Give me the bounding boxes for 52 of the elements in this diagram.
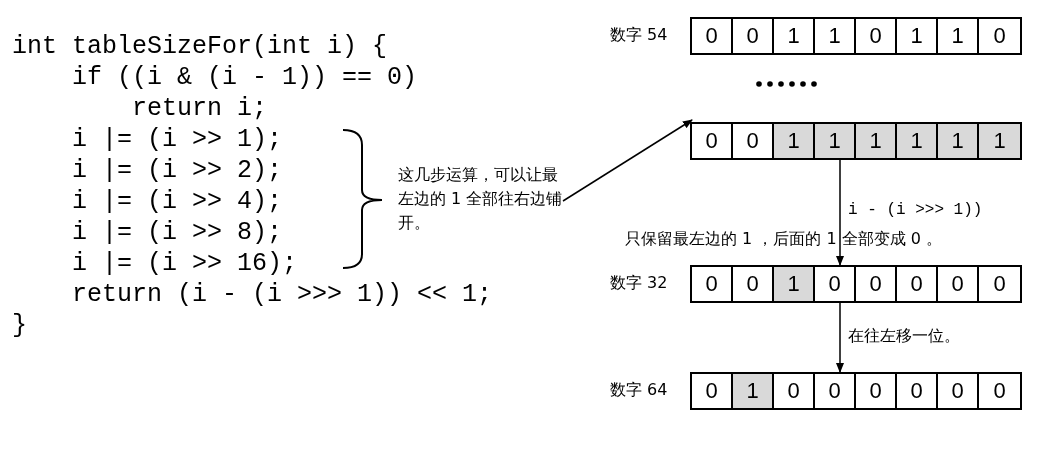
code-line: int tableSizeFor(int i) { xyxy=(12,32,388,62)
bit-cell: 0 xyxy=(897,267,938,301)
bit-cell: 0 xyxy=(856,374,897,408)
bit-cell: 0 xyxy=(979,267,1020,301)
code-line: i |= (i >> 16); xyxy=(72,249,298,279)
arrow xyxy=(562,119,693,202)
bit-cell: 0 xyxy=(815,267,856,301)
annotation-text: 这几步运算，可以让最左边的 1 全部往右边铺开。 xyxy=(398,163,568,235)
bit-cell: 0 xyxy=(692,124,733,158)
bit-cell: 0 xyxy=(856,19,897,53)
bit-cell: 1 xyxy=(897,19,938,53)
bit-cell: 0 xyxy=(938,374,979,408)
bit-cell: 1 xyxy=(774,267,815,301)
bit-cell: 0 xyxy=(733,19,774,53)
row-label: 数字 32 xyxy=(610,273,668,294)
bit-cell: 1 xyxy=(774,19,815,53)
row-label: 数字 64 xyxy=(610,380,668,401)
note-text: 只保留最左边的 1 ，后面的 1 全部变成 0 。 xyxy=(625,229,943,250)
bit-cell: 1 xyxy=(938,19,979,53)
bit-cell: 0 xyxy=(979,19,1020,53)
code-line: i |= (i >> 8); xyxy=(72,218,283,248)
bit-row xyxy=(690,265,1022,303)
bit-cell: 1 xyxy=(938,124,979,158)
bit-cell: 1 xyxy=(815,124,856,158)
bit-cell: 1 xyxy=(856,124,897,158)
bit-row xyxy=(690,372,1022,410)
code-line: return i; xyxy=(132,94,268,124)
bit-cell: 1 xyxy=(815,19,856,53)
bit-row xyxy=(690,122,1022,160)
bit-cell: 1 xyxy=(774,124,815,158)
bit-row xyxy=(690,17,1022,55)
code-line: } xyxy=(12,311,27,341)
code-line: i |= (i >> 1); xyxy=(72,125,283,155)
bit-cell: 0 xyxy=(897,374,938,408)
code-line: i |= (i >> 2); xyxy=(72,156,283,186)
code-line: if ((i & (i - 1)) == 0) xyxy=(72,63,418,93)
arrow xyxy=(836,302,844,373)
bit-cell: 0 xyxy=(815,374,856,408)
code-line: i |= (i >> 4); xyxy=(72,187,283,217)
bit-cell: 0 xyxy=(692,267,733,301)
bit-cell: 1 xyxy=(979,124,1020,158)
bit-cell: 0 xyxy=(692,19,733,53)
bit-cell: 1 xyxy=(897,124,938,158)
bit-cell: 0 xyxy=(938,267,979,301)
code-line: return (i - (i >>> 1)) << 1; xyxy=(72,280,493,310)
bit-cell: 0 xyxy=(979,374,1020,408)
bit-cell: 1 xyxy=(733,374,774,408)
row-label: 数字 54 xyxy=(610,25,668,46)
edge-label: i - (i >>> 1)) xyxy=(848,200,983,219)
arrow xyxy=(836,159,844,266)
bit-cell: 0 xyxy=(774,374,815,408)
bit-cell: 0 xyxy=(856,267,897,301)
